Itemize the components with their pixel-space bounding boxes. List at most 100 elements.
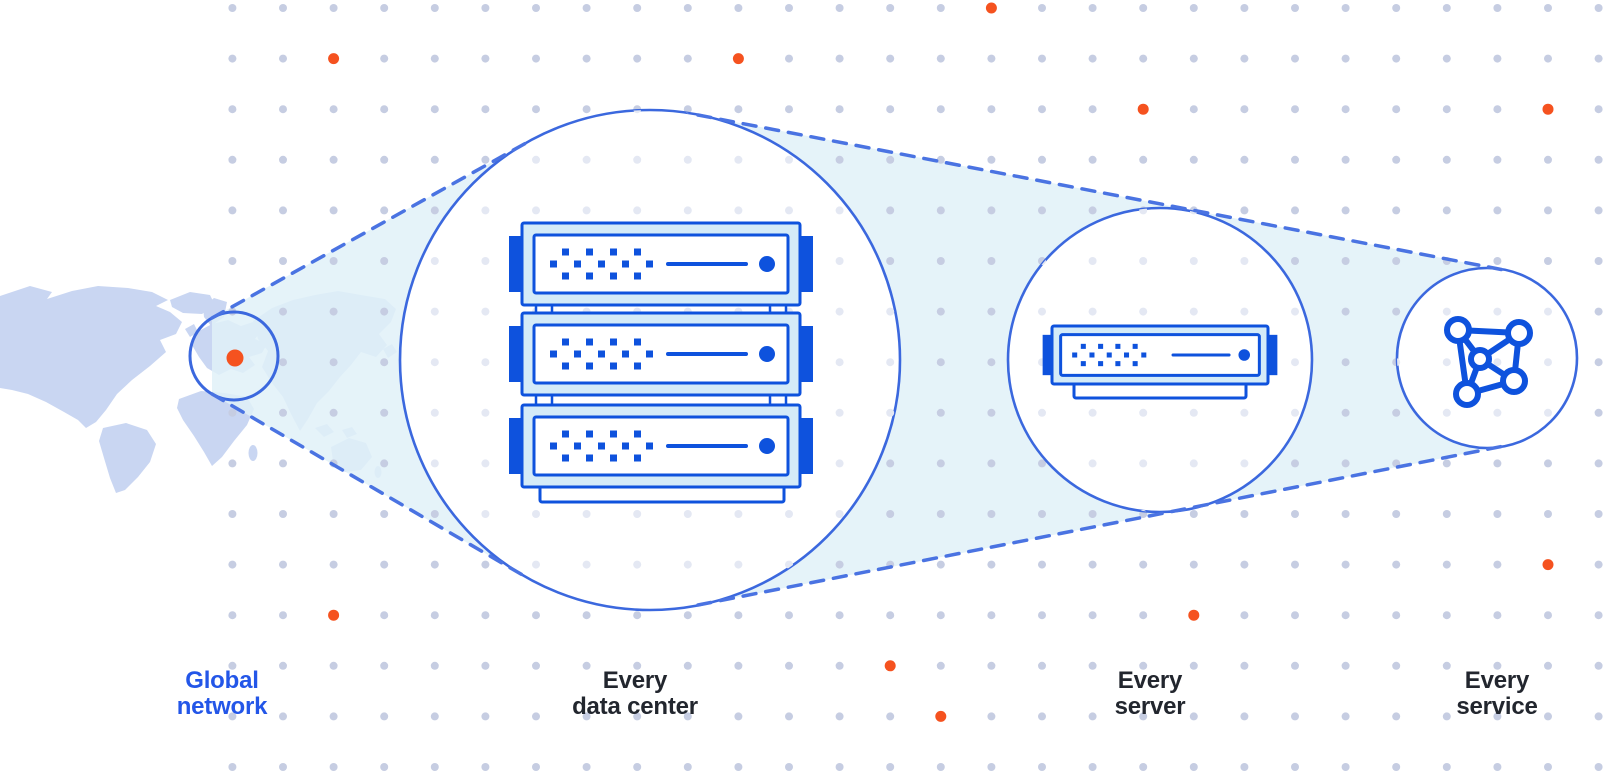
grid-dot (1493, 54, 1502, 63)
grid-dot (1544, 54, 1552, 63)
grid-dot (1240, 611, 1249, 620)
single-server (1042, 324, 1278, 400)
world-map-landmass (248, 445, 258, 461)
grid-dot-faint (481, 408, 490, 417)
grid-dot (1442, 560, 1451, 569)
grid-dot-faint (430, 307, 439, 316)
grid-dot (279, 4, 287, 12)
grid-dot (228, 105, 237, 114)
grid-dot (1088, 611, 1097, 620)
server-matrix-led (1072, 352, 1078, 358)
grid-dot-faint (582, 206, 591, 215)
grid-dot (228, 510, 237, 518)
grid-dot (532, 4, 540, 12)
grid-dot-faint (1240, 408, 1249, 417)
grid-dot-faint (481, 206, 490, 215)
grid-dot (481, 661, 490, 670)
grid-dot (886, 155, 895, 164)
grid-dot-faint (1038, 307, 1046, 316)
grid-dot (582, 4, 591, 12)
grid-dot (987, 257, 996, 265)
grid-dot (1088, 510, 1097, 518)
grid-dot-faint (1442, 358, 1451, 367)
grid-dot (1139, 661, 1148, 670)
grid-dot-faint (1139, 459, 1148, 468)
grid-dot-faint (1493, 307, 1502, 316)
grid-dot (1038, 510, 1046, 518)
mesh-node (1444, 316, 1472, 344)
grid-dot (1038, 712, 1046, 721)
server-matrix-led (1098, 361, 1104, 367)
grid-dot (1240, 763, 1249, 771)
grid-dot (1189, 763, 1198, 771)
grid-dot (1392, 712, 1401, 721)
grid-dot (1341, 510, 1350, 518)
grid-dot (633, 4, 642, 12)
label-line: Every (1117, 667, 1183, 694)
accent-dot-orange (732, 53, 744, 65)
label-line: service (1456, 692, 1538, 720)
grid-dot-faint (785, 155, 793, 164)
grid-dot (1341, 155, 1350, 164)
grid-dot (1442, 661, 1451, 670)
label-line: Global (185, 667, 259, 694)
grid-dot-faint (835, 257, 844, 265)
grid-dot (1341, 712, 1350, 721)
server-matrix-led (562, 338, 569, 346)
funnel-dashed-line (210, 141, 528, 320)
grid-dot (380, 358, 389, 367)
grid-dot (1240, 661, 1249, 670)
funnel-dashed-line (696, 444, 1506, 607)
server-matrix-led (598, 260, 605, 268)
grid-dot (228, 408, 237, 417)
grid-dot-faint (886, 307, 895, 316)
grid-dot (1240, 712, 1249, 721)
grid-dot (886, 763, 895, 771)
grid-dot-faint (532, 155, 540, 164)
grid-dot-faint (1189, 459, 1198, 468)
server-matrix-led (634, 430, 641, 438)
server-matrix-led (1132, 361, 1138, 367)
grid-dot (936, 661, 945, 670)
accent-dot-orange (935, 710, 947, 722)
grid-dot (1240, 105, 1249, 114)
grid-dot (481, 54, 490, 63)
grid-dot (1442, 510, 1451, 518)
grid-dot-faint (1240, 257, 1249, 265)
grid-dot (1189, 105, 1198, 114)
grid-dot (1038, 560, 1046, 569)
grid-dot-faint (886, 358, 895, 367)
grid-dot (886, 459, 895, 468)
grid-dot (1341, 661, 1350, 670)
grid-dot (380, 155, 389, 164)
server-matrix-led (574, 442, 581, 450)
grid-dot (1341, 4, 1350, 12)
funnel-dashed-line (210, 392, 528, 579)
grid-dot (380, 105, 389, 114)
grid-dot (1240, 54, 1249, 63)
grid-dot (987, 611, 996, 620)
server-matrix-led (574, 350, 581, 358)
accent-dot-orange (1542, 103, 1554, 115)
grid-dot (430, 712, 439, 721)
server-matrix-led (610, 454, 617, 462)
grid-dot (228, 54, 237, 63)
label-line: server (1114, 692, 1186, 720)
grid-dot (329, 763, 338, 771)
grid-dot-faint (835, 358, 844, 367)
grid-dot (1392, 510, 1401, 518)
server-matrix-led (586, 272, 593, 280)
grid-dot-faint (1088, 307, 1097, 316)
grid-dot (1392, 661, 1401, 670)
grid-dot (1442, 459, 1451, 468)
server-matrix-led (598, 350, 605, 358)
grid-dot (936, 4, 945, 12)
grid-dot (1493, 206, 1502, 215)
grid-dot (1088, 712, 1097, 721)
grid-dot (683, 54, 692, 63)
grid-dot (228, 763, 237, 771)
grid-dot (1544, 712, 1552, 721)
grid-dot (279, 661, 287, 670)
grid-dot (936, 307, 945, 316)
grid-dot (532, 611, 540, 620)
